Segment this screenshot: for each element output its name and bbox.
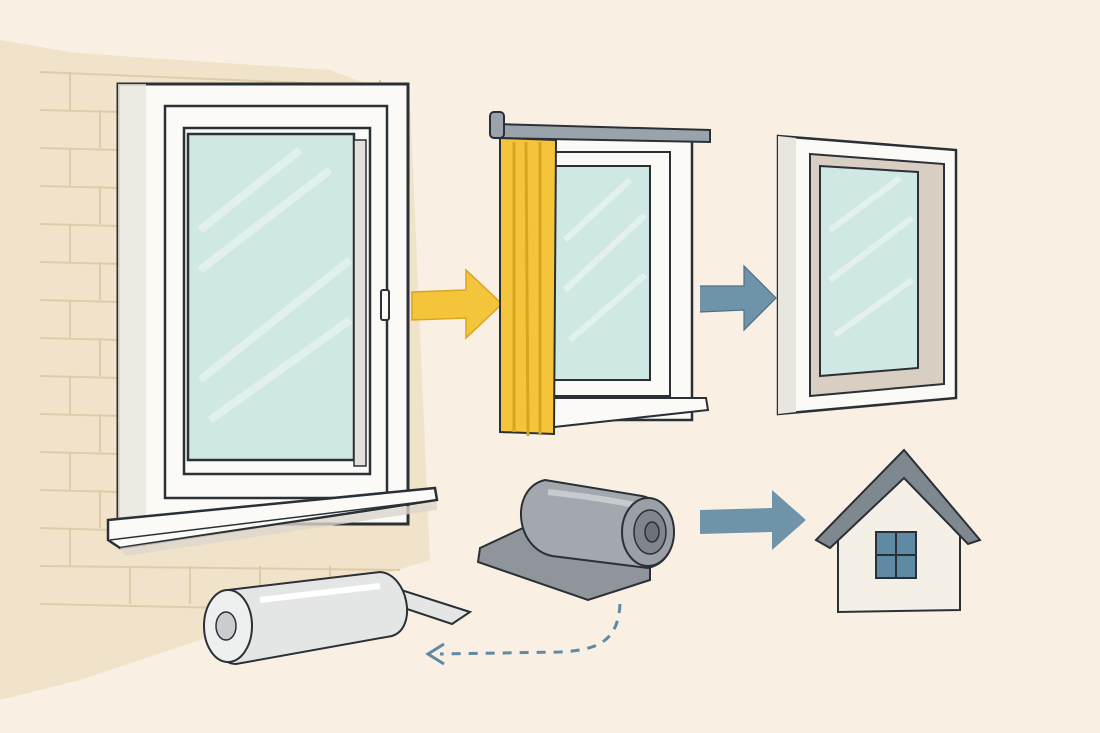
arrow-right-icon (699, 264, 777, 332)
curtain-window-icon (489, 111, 711, 437)
framed-window-icon (776, 134, 958, 416)
house-icon (814, 448, 982, 614)
large-window-icon (106, 82, 439, 556)
film-roll-icon (203, 570, 473, 666)
insulation-roll-icon (476, 478, 675, 602)
arrow-right-icon (411, 268, 504, 340)
arrow-right-icon (700, 490, 806, 550)
dashed-curved-arrow-icon (425, 603, 622, 666)
